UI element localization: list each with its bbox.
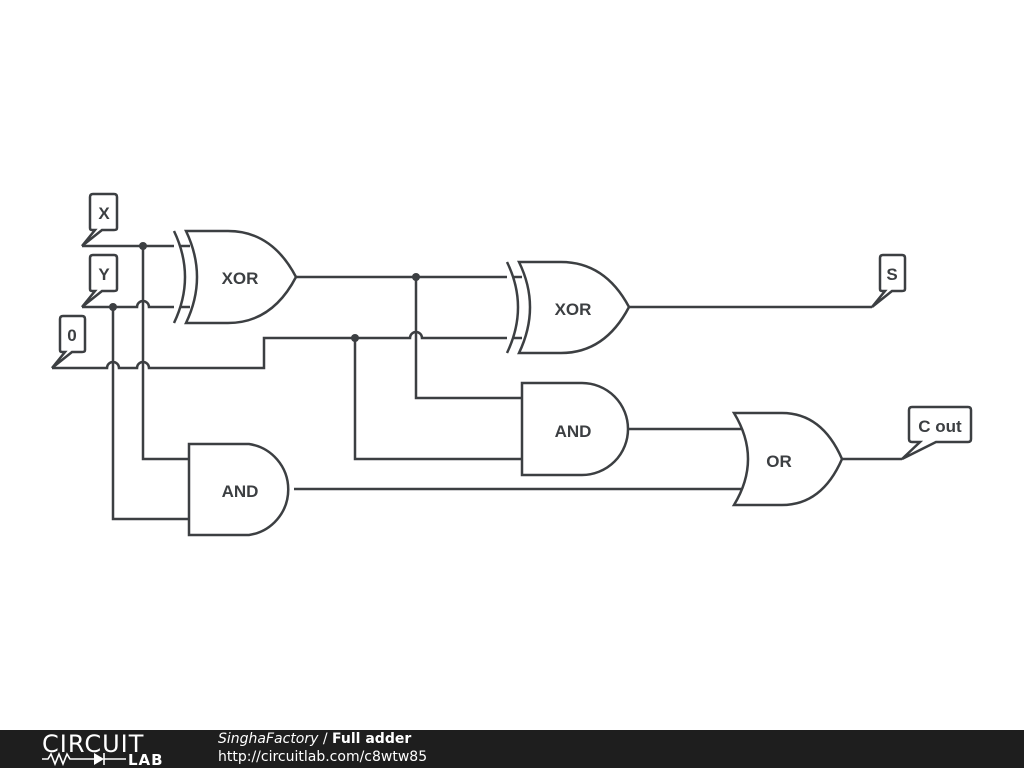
svg-text:Y: Y: [98, 265, 110, 284]
or-gate[interactable]: OR: [731, 411, 844, 507]
xor-gate-1[interactable]: XOR: [172, 229, 298, 325]
circuit-schematic: XOR XOR AND AND OR X Y 0 S: [51, 192, 973, 537]
wire-x-branch: [141, 246, 190, 461]
input-label-y[interactable]: Y: [81, 253, 119, 308]
input-label-cin[interactable]: 0: [51, 314, 87, 369]
output-label-s[interactable]: S: [871, 253, 907, 308]
author-name[interactable]: SinghaFactory: [218, 731, 319, 747]
logo-lab-text: LAB: [128, 751, 164, 769]
svg-text:0: 0: [67, 326, 76, 345]
circuit-url[interactable]: http://circuitlab.com/c8wtw85: [218, 749, 428, 765]
and-gate-1[interactable]: AND: [520, 381, 630, 477]
output-label-cout[interactable]: C out: [901, 405, 973, 461]
xor-gate-1-label: XOR: [222, 269, 259, 288]
title-separator: /: [318, 731, 333, 747]
input-label-x[interactable]: X: [81, 192, 119, 247]
circuitlab-logo[interactable]: CIRCUIT LAB: [42, 730, 177, 769]
wire-cin-branch: [353, 338, 522, 461]
and-gate-2[interactable]: AND: [187, 442, 290, 537]
xor-gate-2[interactable]: XOR: [505, 260, 631, 355]
circuit-attribution: SinghaFactory / Full adder: [218, 731, 411, 747]
wire-y: [82, 299, 190, 309]
svg-text:C out: C out: [918, 417, 962, 436]
junction-dot: [351, 334, 359, 342]
footer-bar: CIRCUIT LAB SinghaFactory / Full adder h…: [0, 730, 1024, 769]
wire-xor1-branch: [414, 277, 522, 400]
wire-y-branch: [111, 307, 190, 521]
junction-dot: [139, 242, 147, 250]
svg-text:S: S: [886, 265, 897, 284]
and-gate-1-label: AND: [555, 422, 592, 441]
svg-text:X: X: [98, 204, 110, 223]
or-gate-label: OR: [766, 452, 792, 471]
xor-gate-2-label: XOR: [555, 300, 592, 319]
wire-cin: [52, 330, 522, 370]
junction-dot: [109, 303, 117, 311]
logo-resistor-diode-icon: [42, 752, 126, 766]
circuit-title[interactable]: Full adder: [332, 731, 412, 747]
junction-dot: [412, 273, 420, 281]
and-gate-2-label: AND: [222, 482, 259, 501]
